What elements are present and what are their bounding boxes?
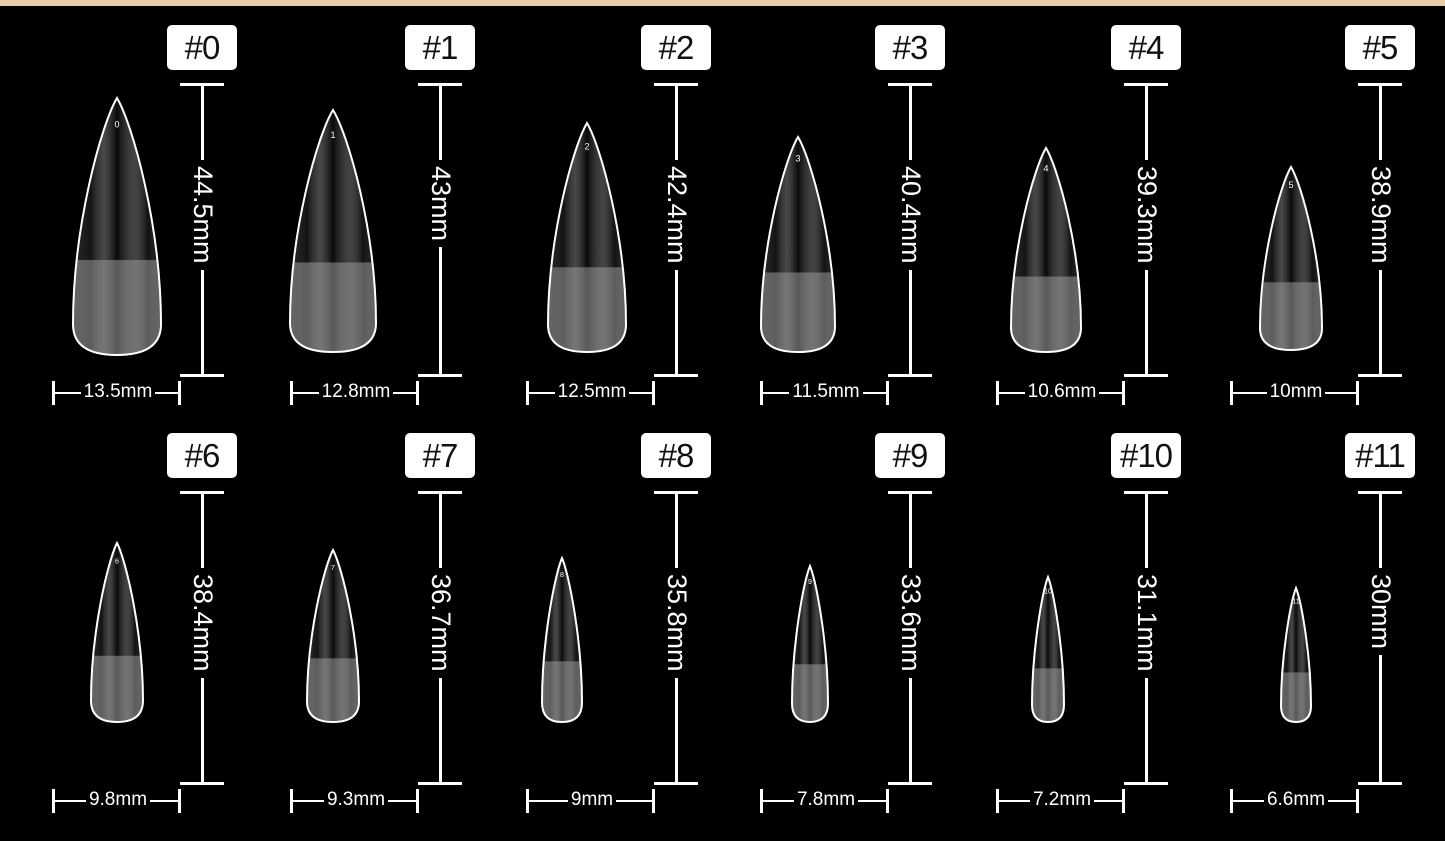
size-label: #6 [167,433,237,478]
nail-tip: 5 [1258,165,1324,352]
width-value: 6.6mm [1238,789,1354,811]
nail-number: 6 [115,559,119,566]
width-dimension-right-cap [416,789,419,813]
width-value: 11.5mm [768,381,884,403]
length-dimension-bottom-cap [418,374,462,377]
width-value-text: 10.6mm [1024,381,1100,402]
width-dimension-right-cap [1356,789,1359,813]
size-label: #0 [167,25,237,70]
length-dimension-bottom-cap [654,782,698,785]
top-border-band [0,0,1445,6]
width-value-text: 10mm [1266,381,1326,402]
nail-number: 4 [1043,163,1048,173]
length-dimension-bottom-cap [180,782,224,785]
nail-number: 5 [1288,180,1293,190]
width-value-text: 6.6mm [1263,789,1329,810]
width-dimension-right-cap [886,381,889,405]
width-value-text: 7.2mm [1029,789,1095,810]
width-dimension-right-cap [1122,789,1125,813]
nail-tip: 2 [546,121,628,354]
width-dimension-right-cap [178,789,181,813]
length-dimension-bottom-cap [1124,374,1168,377]
width-value-text: 9mm [567,789,617,810]
width-value: 9mm [534,789,650,811]
nail-number: 2 [584,141,589,151]
nail-number: 11 [1292,598,1299,605]
width-value-text: 7.8mm [793,789,859,810]
width-value-text: 12.5mm [554,381,630,402]
length-value: 42.4mm [661,160,693,270]
length-dimension-bottom-cap [888,374,932,377]
width-dimension-right-cap [652,381,655,405]
size-label: #3 [875,25,945,70]
nail-tip: 9 [790,563,830,724]
width-value: 10mm [1238,381,1354,403]
width-value-text: 13.5mm [80,381,156,402]
length-dimension-bottom-cap [1358,782,1402,785]
nail-tip: 8 [540,555,584,724]
width-value: 10.6mm [1004,381,1120,403]
size-label: #9 [875,433,945,478]
size-label: #8 [641,433,711,478]
width-dimension-right-cap [1122,381,1125,405]
nail-tip: 7 [305,547,361,724]
width-value: 13.5mm [60,381,176,403]
length-value: 33.6mm [895,568,927,678]
width-value-text: 9.8mm [85,789,151,810]
nail-tip: 3 [759,135,837,354]
size-label: #11 [1345,433,1415,478]
length-value: 35.8mm [661,568,693,678]
length-value: 30mm [1365,568,1397,656]
nail-number: 3 [795,154,800,164]
size-label: #4 [1111,25,1181,70]
nail-number: 0 [114,120,119,130]
width-value: 7.8mm [768,789,884,811]
size-label: #2 [641,25,711,70]
nail-number: 10 [1044,589,1052,596]
length-dimension-bottom-cap [1358,374,1402,377]
nail-number: 9 [808,579,812,586]
length-dimension-bottom-cap [180,374,224,377]
length-value: 38.9mm [1365,160,1397,270]
length-dimension-bottom-cap [418,782,462,785]
width-dimension-right-cap [416,381,419,405]
width-dimension-right-cap [886,789,889,813]
length-dimension-bottom-cap [1124,782,1168,785]
width-value-text: 11.5mm [789,381,863,402]
nail-tip: 1 [288,108,378,354]
size-label: #1 [405,25,475,70]
width-dimension-right-cap [652,789,655,813]
width-value: 9.3mm [298,789,414,811]
nail-tip: 6 [89,540,145,724]
width-value: 9.8mm [60,789,176,811]
nail-tip: 0 [71,96,163,357]
width-dimension-right-cap [178,381,181,405]
width-value-text: 9.3mm [323,789,389,810]
width-value: 7.2mm [1004,789,1120,811]
length-value: 36.7mm [425,568,457,678]
nail-tip: 4 [1009,146,1083,354]
nail-number: 8 [560,572,564,579]
size-label: #5 [1345,25,1415,70]
size-label: #10 [1111,433,1181,478]
length-dimension-bottom-cap [888,782,932,785]
nail-tip: 10 [1030,574,1066,724]
length-value: 31.1mm [1131,568,1163,678]
size-label: #7 [405,433,475,478]
width-value: 12.5mm [534,381,650,403]
length-dimension-bottom-cap [654,374,698,377]
width-value: 12.8mm [298,381,414,403]
nail-tip: 11 [1279,585,1313,724]
width-dimension-right-cap [1356,381,1359,405]
nail-number: 1 [330,130,335,140]
nail-number: 7 [331,565,335,572]
length-value: 39.3mm [1131,160,1163,270]
length-value: 40.4mm [895,160,927,270]
length-value: 44.5mm [187,160,219,270]
width-value-text: 12.8mm [318,381,394,402]
length-value: 38.4mm [187,568,219,678]
length-value: 43mm [425,160,457,248]
